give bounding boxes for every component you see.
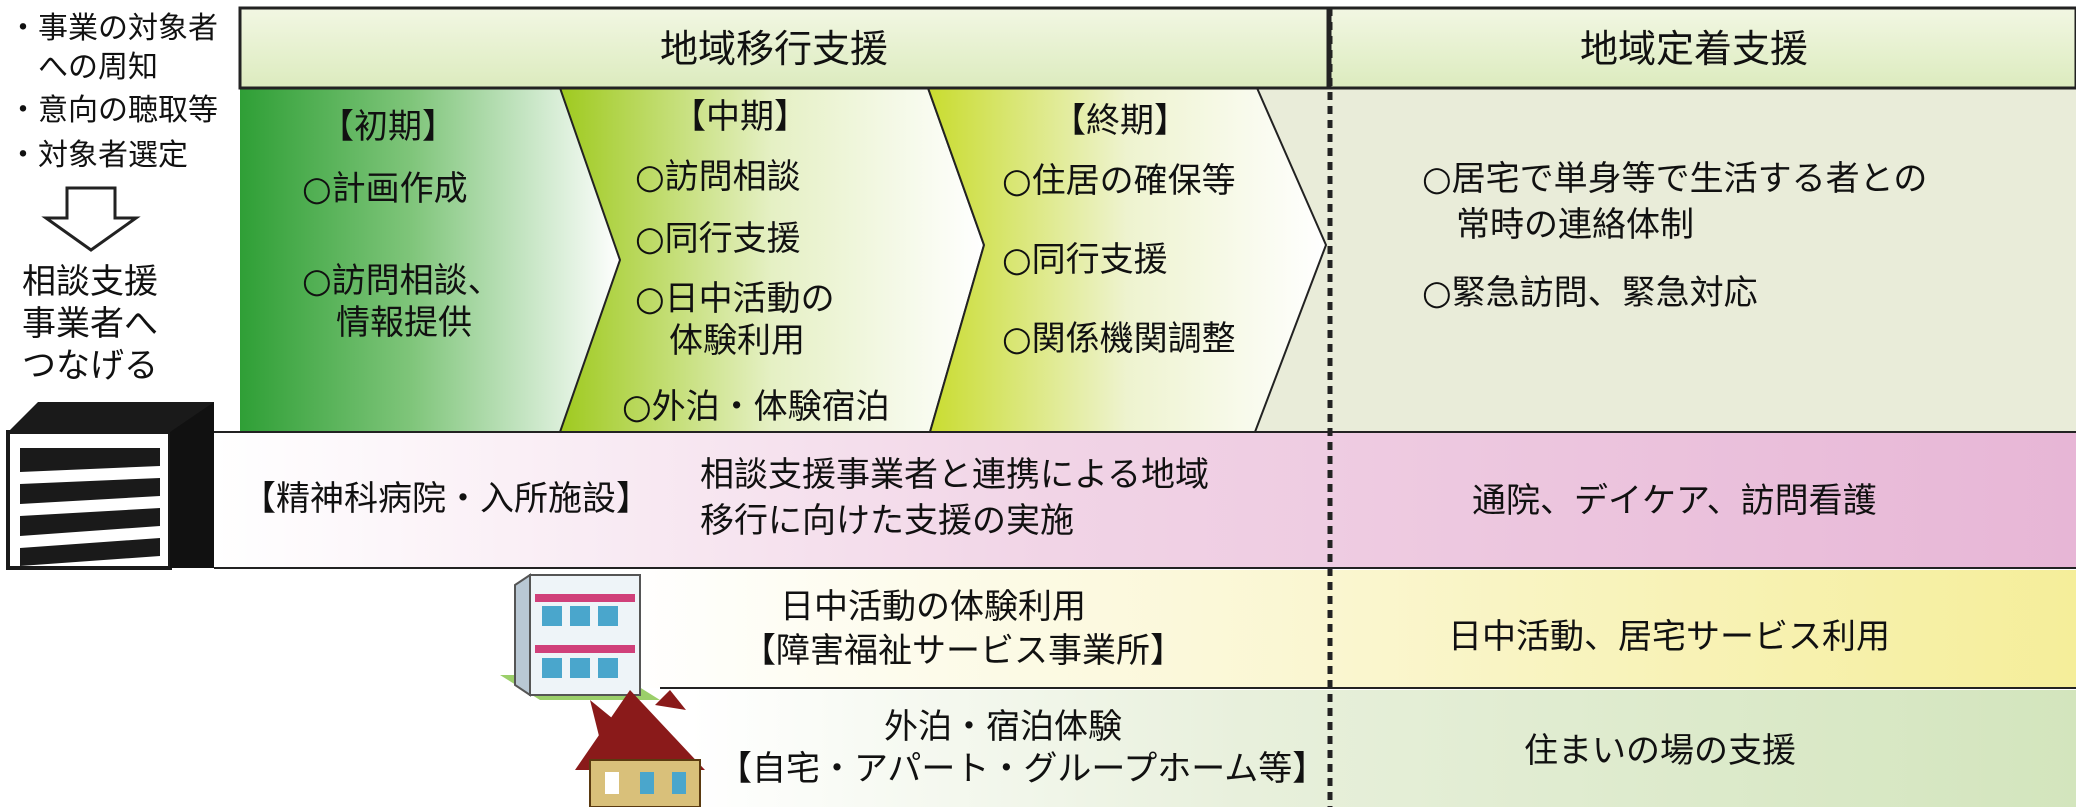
left-step-hearing: ・意向の聴取等 xyxy=(8,93,218,128)
service-facility-icon xyxy=(500,573,660,700)
row-hospital-middle-line1: 相談支援事業者と連携による地域 xyxy=(700,455,1209,495)
phase-middle-item-daytime: ○日中活動の xyxy=(635,279,835,319)
phase-early-title: 【初期】 xyxy=(320,107,456,147)
phase-middle-item-daytime-cont: 体験利用 xyxy=(635,321,805,361)
row-home-middle-line1: 外泊・宿泊体験 xyxy=(884,707,1122,747)
header-settlement-bar xyxy=(1328,6,2076,90)
phase-middle-item-accompany: ○同行支援 xyxy=(635,219,801,259)
row-hospital-label: 【精神科病院・入所施設】 xyxy=(242,479,650,519)
phase-middle-shape xyxy=(560,88,984,432)
row-home-band xyxy=(690,690,2076,807)
row-facility-middle-line2: 【障害福祉サービス事業所】 xyxy=(742,631,1184,671)
left-result-line2: 事業者へ xyxy=(22,304,158,344)
row-home-right: 住まいの場の支援 xyxy=(1524,731,1796,771)
phase-late-item-coordination: ○関係機関調整 xyxy=(1002,319,1236,359)
phase-middle-title: 【中期】 xyxy=(672,97,808,137)
phase-late-shape xyxy=(928,88,1326,432)
phase-middle-item-visit: ○訪問相談 xyxy=(635,157,801,197)
left-result-line1: 相談支援 xyxy=(22,262,158,302)
header-transition: 地域移行支援 xyxy=(660,27,889,71)
left-result-line3: つなげる xyxy=(22,346,158,386)
down-arrow-icon xyxy=(41,186,141,252)
row-facility-middle-line1: 日中活動の体験利用 xyxy=(780,587,1086,627)
phase-early-item-plan: ○計画作成 xyxy=(302,169,468,209)
row-home-middle-line2: 【自宅・アパート・グループホーム等】 xyxy=(718,749,1327,789)
row-facility-right: 日中活動、居宅サービス利用 xyxy=(1448,617,1890,657)
row-hospital-middle-line2: 移行に向けた支援の実施 xyxy=(700,501,1074,541)
header-transition-bar xyxy=(238,6,1330,90)
house-icon xyxy=(575,690,705,807)
row-hospital-band xyxy=(214,432,2076,568)
left-step-notify: ・事業の対象者 xyxy=(8,11,218,46)
phase-early-shape xyxy=(240,88,620,432)
phase-middle-item-overnight: ○外泊・体験宿泊 xyxy=(622,387,890,427)
row-hospital-right: 通院、デイケア、訪問看護 xyxy=(1472,481,1877,521)
settlement-item-emergency: ○緊急訪問、緊急対応 xyxy=(1422,273,1758,313)
phase-early-item-info: 情報提供 xyxy=(302,303,472,343)
settlement-item-contact: ○居宅で単身等で生活する者との xyxy=(1422,159,1928,199)
left-step-notify-cont: への周知 xyxy=(8,50,158,85)
phase-early-item-visit: ○訪問相談、 xyxy=(302,261,502,301)
settlement-panel xyxy=(1330,88,2076,432)
settlement-item-contact-cont: 常時の連絡体制 xyxy=(1422,205,1694,245)
row-facility-band xyxy=(620,570,2076,688)
header-settlement: 地域定着支援 xyxy=(1580,27,1809,71)
phase-late-item-accompany: ○同行支援 xyxy=(1002,240,1168,280)
phase-late-item-housing: ○住居の確保等 xyxy=(1002,161,1236,201)
left-step-selection: ・対象者選定 xyxy=(8,138,188,173)
hospital-building-icon xyxy=(6,402,214,570)
phase-late-title: 【終期】 xyxy=(1052,101,1188,141)
